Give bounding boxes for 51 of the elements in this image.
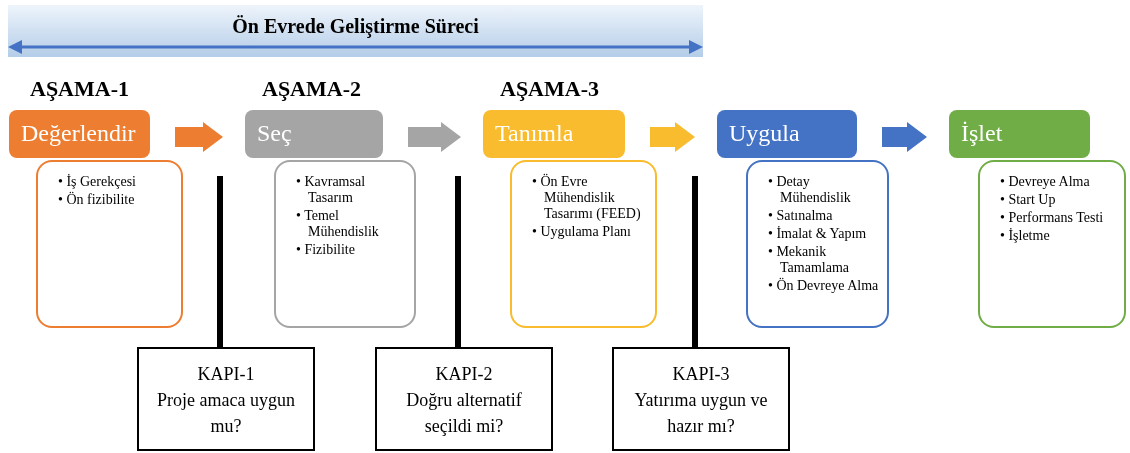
phase-label: AŞAMA-1 (30, 76, 129, 102)
bullet-item: • Devreye Alma (1000, 174, 1091, 190)
gate-line (455, 176, 461, 347)
gate-box (375, 347, 553, 451)
stage-title: Seç (257, 119, 293, 148)
bullet-item: • Performans Testi (1000, 210, 1105, 226)
stage-header-box (245, 110, 383, 158)
gate-question: Yatırıma uygun ve hazır mı? (633, 389, 769, 438)
stage-header-box (949, 110, 1090, 158)
stage-header-box (717, 110, 857, 158)
gate-line (692, 176, 698, 347)
gate-box (612, 347, 790, 451)
gate-box (137, 347, 315, 451)
gate-question: Proje amaca uygun mu? (156, 389, 296, 438)
gate-title: KAPI-3 (672, 363, 730, 386)
diagram-title: Ön Evrede Geliştirme Süreci (231, 14, 480, 38)
stage-title: Tanımla (495, 119, 575, 148)
bullet-item: • Start Up (1000, 192, 1057, 208)
activity-list-box (274, 160, 416, 328)
stage-title: İşlet (961, 119, 1004, 148)
bullet-item: • Detay Mühendislik (768, 174, 852, 206)
bullet-item: • Kavramsal Tasarım (296, 174, 367, 206)
bullet-item: • İş Gerekçesi (58, 174, 137, 190)
block-arrow (882, 122, 927, 152)
bullet-item: • İmalat & Yapım (768, 226, 868, 242)
bullet-item: • Ön Evre Mühendislik Tasarımı (FEED) (532, 174, 642, 222)
stage-title: Değerlendir (21, 119, 137, 148)
block-arrow (650, 122, 695, 152)
phase-label: AŞAMA-2 (262, 76, 361, 102)
stage-header-box (9, 110, 150, 158)
gate-line (217, 176, 223, 347)
bullet-item: • Mekanik Tamamlama (768, 244, 850, 276)
gate-question: Doğru alternatif seçildi mi? (405, 389, 523, 438)
activity-list-box (746, 160, 889, 328)
bullet-item: • Uygulama Planı (532, 224, 632, 240)
block-arrow (175, 122, 223, 152)
bullet-item: • Ön fizibilite (58, 192, 136, 208)
stage-title: Uygula (729, 119, 801, 148)
bullet-item: • Ön Devreye Alma (768, 278, 879, 294)
gate-title: KAPI-1 (197, 363, 255, 386)
bullet-item: • Temel Mühendislik (296, 208, 380, 240)
stage-header-box (483, 110, 625, 158)
activity-list-box (510, 160, 657, 328)
block-arrow (408, 122, 461, 152)
bullet-item: • Fizibilite (296, 242, 356, 258)
bullet-item: • Satınalma (768, 208, 834, 224)
gate-title: KAPI-2 (435, 363, 493, 386)
activity-list-box (978, 160, 1126, 328)
phase-label: AŞAMA-3 (500, 76, 599, 102)
bullet-item: • İşletme (1000, 228, 1051, 244)
activity-list-box (36, 160, 183, 328)
